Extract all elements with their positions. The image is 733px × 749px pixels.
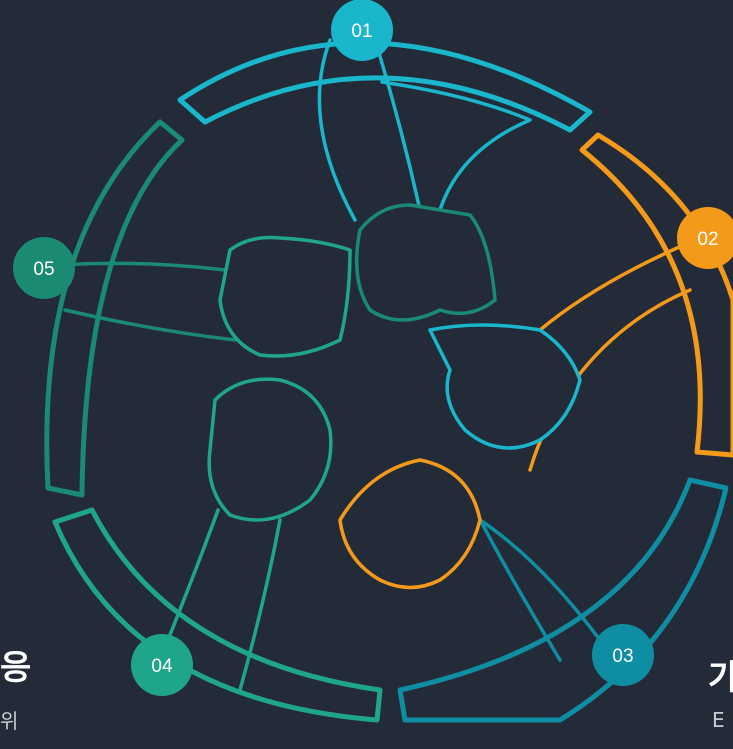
- ring-arc-01: [177, 40, 593, 133]
- fist-green-left: [207, 377, 333, 522]
- arm-03: [468, 498, 602, 662]
- right-title: 가: [708, 658, 733, 698]
- fist-cyan-right: [428, 323, 582, 450]
- step-label-03: 03: [612, 646, 633, 667]
- fist-teal-top: [354, 203, 497, 322]
- fists: [207, 203, 582, 590]
- step-badge-02: [677, 207, 733, 269]
- right-subtitle: E: [712, 708, 725, 732]
- left-title: 응: [0, 648, 32, 688]
- outer-ring: [44, 40, 733, 723]
- step-label-04: 04: [151, 656, 173, 677]
- step-label-01: 01: [351, 21, 372, 42]
- step-badge-01: [331, 0, 393, 61]
- arm-05: [58, 261, 237, 342]
- ring-arc-02: [579, 132, 733, 458]
- left-subtitle: 위: [0, 709, 19, 733]
- fist-green-top-left: [218, 235, 352, 358]
- step-badge-05: [13, 237, 75, 299]
- ring-arc-03: [397, 477, 729, 723]
- ring-arc-05: [44, 119, 185, 498]
- step-label-02: 02: [697, 229, 718, 250]
- step-badges: 01 02 03 04 05: [13, 0, 733, 696]
- fist-orange-bottom: [338, 458, 482, 590]
- ring-arc-04: [52, 507, 383, 723]
- step-badge-04: [131, 634, 193, 696]
- arms: [58, 28, 702, 692]
- step-badge-03: [592, 624, 654, 686]
- step-label-05: 05: [33, 259, 54, 280]
